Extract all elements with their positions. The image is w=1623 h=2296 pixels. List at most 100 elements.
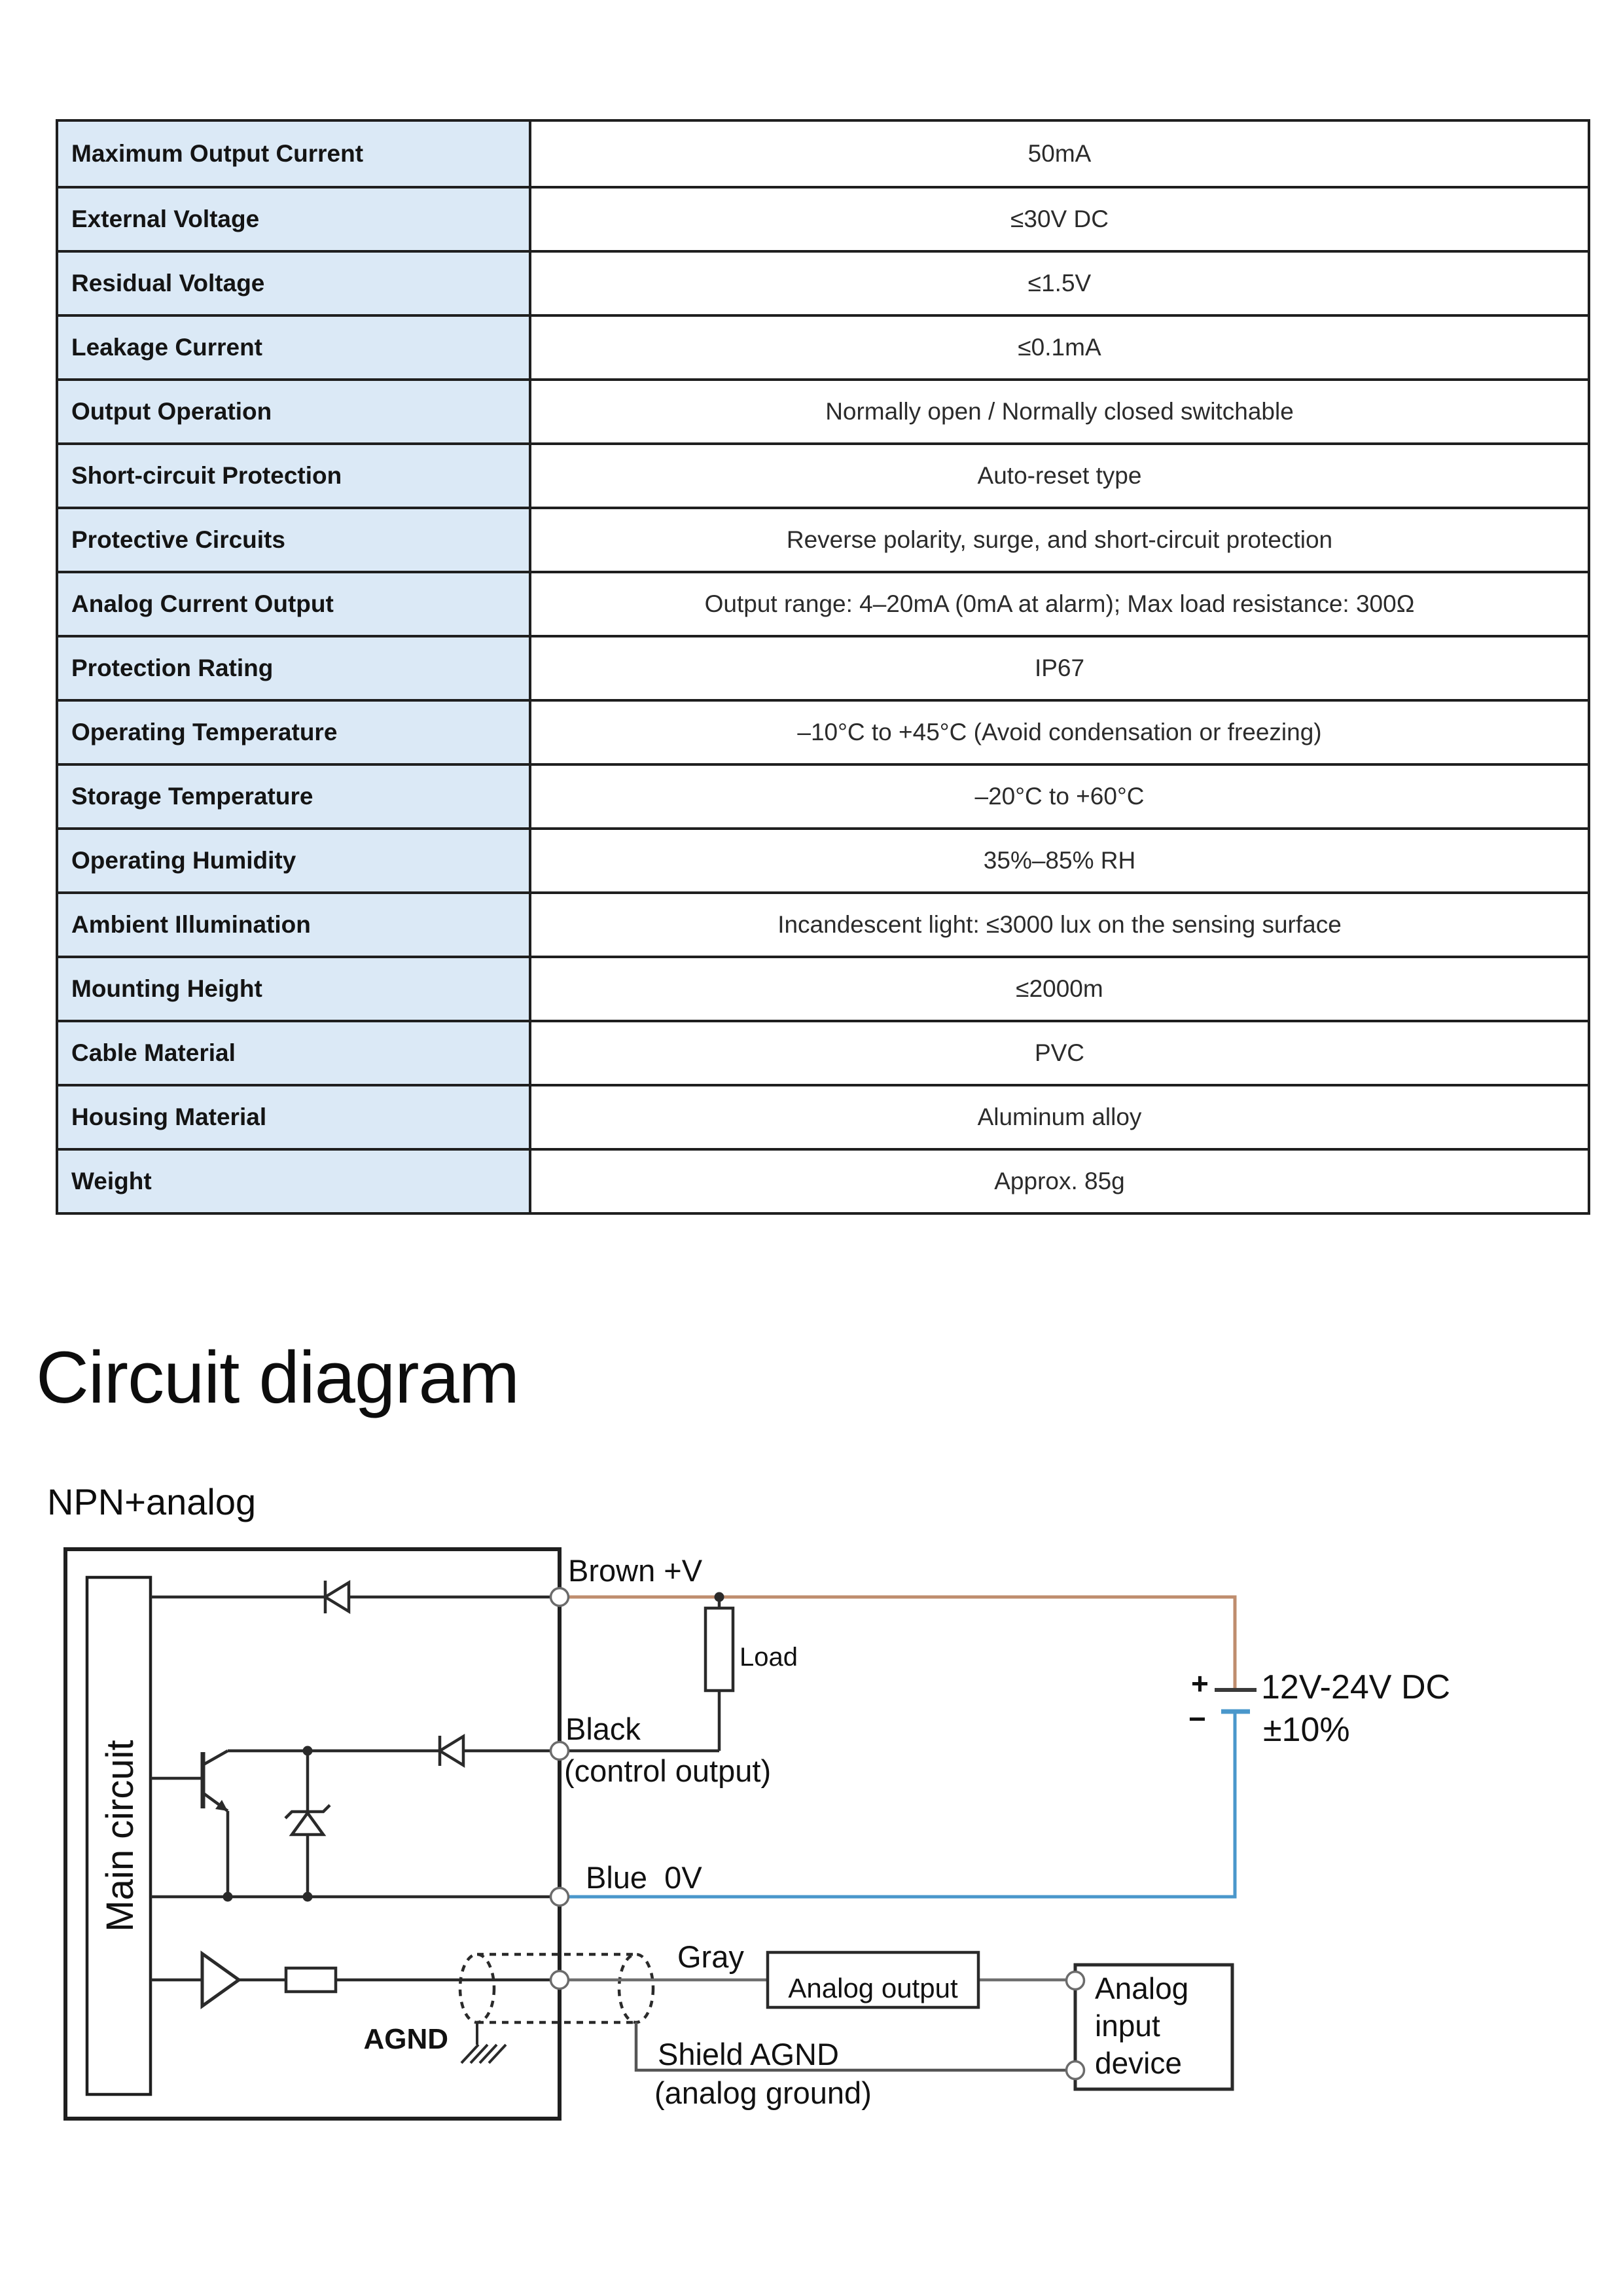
table-row: Operating Humidity 35%–85% RH [58, 827, 1588, 891]
battery-icon [1215, 1688, 1257, 1714]
device-label-line3: device [1095, 2046, 1182, 2080]
spec-table-body: Maximum Output Current 50mA External Vol… [58, 122, 1588, 1212]
spec-value: ≤30V DC [529, 188, 1588, 250]
terminal-blue [549, 1886, 570, 1907]
spec-value: ≤2000m [529, 958, 1588, 1020]
spec-label: Ambient Illumination [58, 894, 529, 956]
spec-value: Approx. 85g [529, 1151, 1588, 1212]
table-row: Protection Rating IP67 [58, 635, 1588, 699]
terminal-device-input [1065, 1970, 1086, 1991]
table-row: Protective Circuits Reverse polarity, su… [58, 507, 1588, 571]
analog-buffer-icon [151, 1950, 286, 2009]
spec-label: Output Operation [58, 381, 529, 442]
spec-value: –20°C to +60°C [529, 766, 1588, 827]
npn-transistor-icon [151, 1749, 230, 1897]
junction-dot [302, 1746, 313, 1756]
resistor-icon [284, 1966, 560, 1994]
table-row: Analog Current Output Output range: 4–20… [58, 571, 1588, 635]
table-row: Residual Voltage ≤1.5V [58, 250, 1588, 314]
spec-label: Protective Circuits [58, 509, 529, 571]
table-row: External Voltage ≤30V DC [58, 186, 1588, 250]
sensor-outline [63, 1547, 562, 2121]
zener-diode-icon [284, 1751, 331, 1897]
black-wire-label-line1: Black [565, 1712, 641, 1746]
table-row: Ambient Illumination Incandescent light:… [58, 891, 1588, 956]
brown-wire-label: Brown +V [568, 1553, 703, 1588]
blue-wire [569, 1712, 1237, 1899]
main-circuit-box [85, 1575, 152, 2096]
junction-dot [223, 1892, 233, 1902]
spec-value: Output range: 4–20mA (0mA at alarm); Max… [529, 573, 1588, 635]
shield-label-line1: Shield AGND [658, 2037, 839, 2072]
circuit-diagram: Main circuit [63, 1547, 1450, 2121]
spec-label: Operating Humidity [58, 830, 529, 891]
spec-label: Short-circuit Protection [58, 445, 529, 507]
table-row: Operating Temperature –10°C to +45°C (Av… [58, 699, 1588, 763]
spec-value: 50mA [529, 122, 1588, 186]
agnd-label: AGND [363, 2023, 448, 2055]
spec-value: PVC [529, 1022, 1588, 1084]
spec-value: Reverse polarity, surge, and short-circu… [529, 509, 1588, 571]
terminal-gray [549, 1969, 570, 1990]
device-label-line2: input [1095, 2009, 1160, 2043]
table-row: Cable Material PVC [58, 1020, 1588, 1084]
agnd-ground-icon [460, 2022, 507, 2064]
table-row: Mounting Height ≤2000m [58, 956, 1588, 1020]
table-row: Maximum Output Current 50mA [58, 122, 1588, 186]
terminal-circles [549, 1587, 1086, 2081]
spec-value: IP67 [529, 637, 1588, 699]
page-title: Circuit diagram [36, 1336, 520, 1418]
spec-label: Mounting Height [58, 958, 529, 1020]
table-row: Output Operation Normally open / Normall… [58, 378, 1588, 442]
battery-plus-label: + [1191, 1666, 1209, 1700]
terminal-brown [549, 1587, 570, 1607]
spec-label: Storage Temperature [58, 766, 529, 827]
spec-value: Incandescent light: ≤3000 lux on the sen… [529, 894, 1588, 956]
reverse-polarity-diode-icon [322, 1579, 351, 1615]
supply-tolerance-label: ±10% [1263, 1711, 1350, 1749]
spec-label: Residual Voltage [58, 253, 529, 314]
table-row: Leakage Current ≤0.1mA [58, 314, 1588, 378]
device-label-line1: Analog [1095, 1971, 1188, 2005]
junction-dot [302, 1892, 313, 1902]
analog-output-box [766, 1950, 980, 2009]
load-label: Load [740, 1643, 798, 1672]
blue-wire-label: Blue 0V [586, 1860, 702, 1895]
diagram-subtitle: NPN+analog [47, 1481, 257, 1522]
shield-wire [634, 2022, 1067, 2072]
table-row: Housing Material Aluminum alloy [58, 1084, 1588, 1148]
supply-voltage-label: 12V-24V DC [1261, 1668, 1450, 1706]
spec-value: –10°C to +45°C (Avoid condensation or fr… [529, 702, 1588, 763]
table-row: Storage Temperature –20°C to +60°C [58, 763, 1588, 827]
spec-label: Cable Material [58, 1022, 529, 1084]
spec-label: External Voltage [58, 188, 529, 250]
spec-value: 35%–85% RH [529, 830, 1588, 891]
battery-minus-label: − [1188, 1702, 1206, 1736]
spec-value: ≤1.5V [529, 253, 1588, 314]
spec-label: Leakage Current [58, 317, 529, 378]
brown-wire [569, 1595, 1237, 1690]
table-row: Short-circuit Protection Auto-reset type [58, 442, 1588, 507]
output-diode-icon [437, 1733, 465, 1768]
black-wire-label-line2: (control output) [564, 1753, 771, 1788]
load-icon [704, 1597, 735, 1751]
spec-label: Maximum Output Current [58, 122, 529, 186]
spec-table: Maximum Output Current 50mA External Vol… [56, 119, 1590, 1215]
terminal-device-ground [1065, 2060, 1086, 2081]
main-circuit-label: Main circuit [99, 1740, 141, 1931]
spec-label: Protection Rating [58, 637, 529, 699]
spec-label: Housing Material [58, 1086, 529, 1148]
spec-value: Aluminum alloy [529, 1086, 1588, 1148]
spec-value: ≤0.1mA [529, 317, 1588, 378]
shield-label-line2: (analog ground) [654, 2075, 872, 2110]
gray-wire-label: Gray [677, 1939, 744, 1974]
spec-label: Weight [58, 1151, 529, 1212]
terminal-black [549, 1740, 570, 1761]
spec-value: Normally open / Normally closed switchab… [529, 381, 1588, 442]
table-row: Weight Approx. 85g [58, 1148, 1588, 1212]
spec-value: Auto-reset type [529, 445, 1588, 507]
analog-output-label: Analog output [788, 1973, 958, 2003]
analog-input-device-box [1073, 1963, 1234, 2091]
spec-label: Analog Current Output [58, 573, 529, 635]
spec-label: Operating Temperature [58, 702, 529, 763]
